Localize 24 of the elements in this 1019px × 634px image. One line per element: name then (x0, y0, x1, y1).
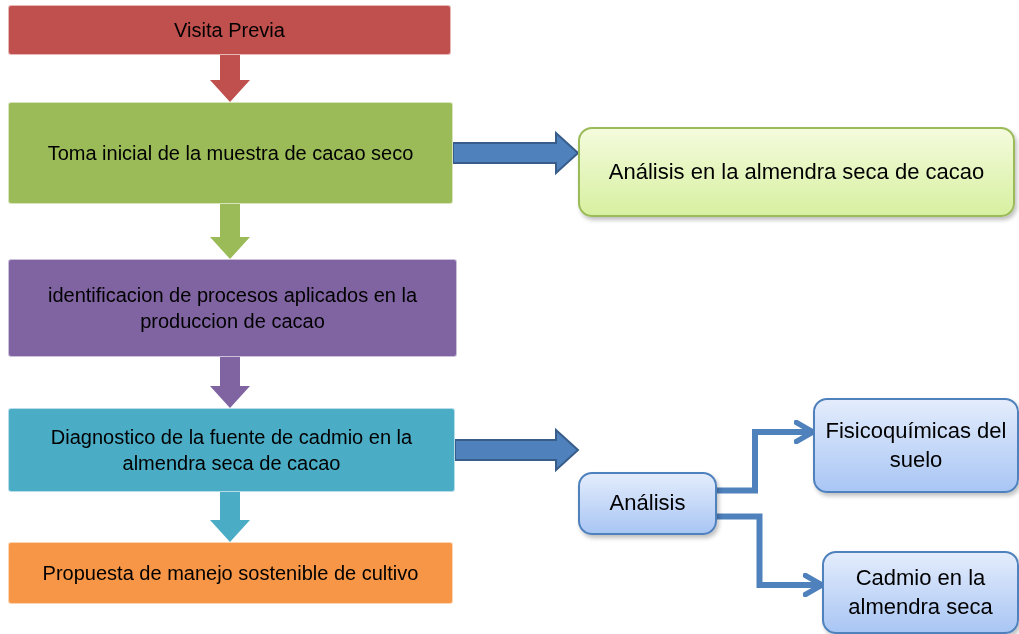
process-box (822, 551, 1019, 634)
process-box (8, 102, 453, 204)
block-arrow (210, 357, 250, 408)
box-text: Fisicoquímicas del suelo (825, 416, 1007, 474)
box-text: Análisis en la almendra seca de cacao (608, 157, 985, 186)
process-box (578, 472, 717, 535)
process-box (8, 5, 451, 55)
block-arrow (210, 55, 250, 102)
box-text: Cadmio en la almendra seca (847, 563, 994, 621)
box-text: identificacion de procesos aplicados en la produccion de cacao (46, 283, 419, 334)
process-box (578, 127, 1015, 217)
process-box (8, 542, 453, 604)
box-text: Propuesta de manejo sostenible de cultivo (42, 561, 419, 586)
box-text: Toma inicial de la muestra de cacao seco (47, 141, 414, 166)
block-arrow (210, 492, 250, 542)
box-text: Análisis (609, 489, 686, 518)
block-arrow (454, 427, 580, 473)
box-text: Visita Previa (174, 18, 285, 43)
block-arrow (452, 130, 580, 176)
block-arrow (210, 204, 250, 259)
process-box (8, 259, 457, 357)
process-box (8, 408, 455, 492)
box-text: Diagnostico de la fuente de cadmio en la almendra seca de cacao (49, 425, 414, 476)
process-box (813, 398, 1019, 493)
